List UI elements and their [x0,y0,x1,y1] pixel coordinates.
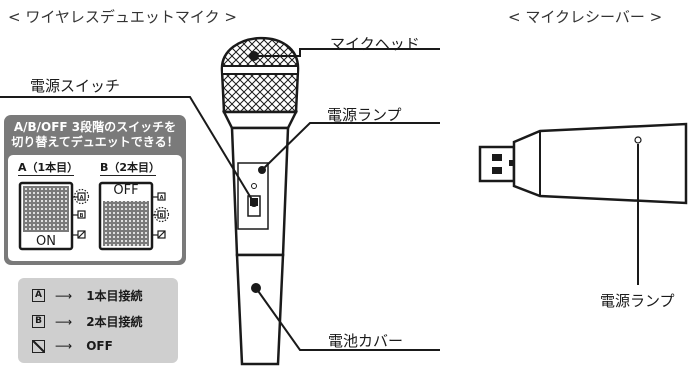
legend-text-off: OFF [86,339,113,353]
mic-head-shape [220,36,300,114]
receiver-shape [478,122,688,205]
label-battery-cover: 電池カバー [328,332,404,350]
leader-dot-battery-cover [251,283,261,293]
switch-panel-heading-2: 切り替えてデュエットできる！ [11,135,179,149]
mic-battery-cover [235,253,285,366]
legend-key-off-icon [32,339,45,353]
receiver-section-title: < マイクレシーバー > [508,8,663,26]
leader-dot-mic-head [249,51,259,61]
label-receiver-power-lamp: 電源ランプ [600,292,675,310]
leader-mic-head [254,48,440,57]
legend-row-off: ⟶ OFF [32,339,113,353]
legend-arrow-a: ⟶ [55,288,73,303]
leader-dot-power-lamp [258,166,266,174]
switch-panel-heading-1: A/B/OFF 3段階のスイッチを [13,120,177,134]
mic-section-title: < ワイヤレスデュエットマイク > [8,8,237,26]
leader-power-lamp [261,122,440,171]
leader-dot-power-switch [250,199,258,207]
receiver-lamp-dot [634,136,642,144]
switch-panel-inner: A（1本目） B（2本目） [8,155,182,261]
switch-panel: A/B/OFF 3段階のスイッチを 切り替えてデュエットできる！ A（1本目） … [4,115,186,265]
switch-a-state: ON [36,234,56,249]
legend-arrow-b: ⟶ [55,314,73,329]
legend-text-a: 1本目接続 [86,289,143,303]
mic-lamp-dot [251,183,257,189]
svg-text:B: B [80,213,84,219]
leader-battery-cover [255,287,440,351]
switch-col-b-title: B（2本目） [100,161,161,176]
legend-key-b: B [32,315,45,328]
label-power-lamp: 電源ランプ [327,106,402,124]
legend-key-a: A [32,289,45,302]
legend-box: A ⟶ 1本目接続 B ⟶ 2本目接続 ⟶ OFF [18,278,178,363]
svg-text:B: B [160,213,164,219]
svg-text:A: A [80,195,84,201]
switch-illustrations: A B A B [18,181,170,251]
legend-text-b: 2本目接続 [86,315,143,329]
mic-collar [221,110,299,130]
legend-row-b: B ⟶ 2本目接続 [32,313,143,330]
leader-power-switch [0,96,255,204]
svg-text:A: A [160,195,164,201]
legend-row-a: A ⟶ 1本目接続 [32,287,143,304]
legend-arrow-off: ⟶ [55,339,73,353]
label-power-switch: 電源スイッチ [30,77,121,95]
label-mic-head: マイクヘッド [330,35,420,53]
switch-b-state: OFF [113,183,139,198]
switch-col-a-title: A（1本目） [18,161,79,176]
